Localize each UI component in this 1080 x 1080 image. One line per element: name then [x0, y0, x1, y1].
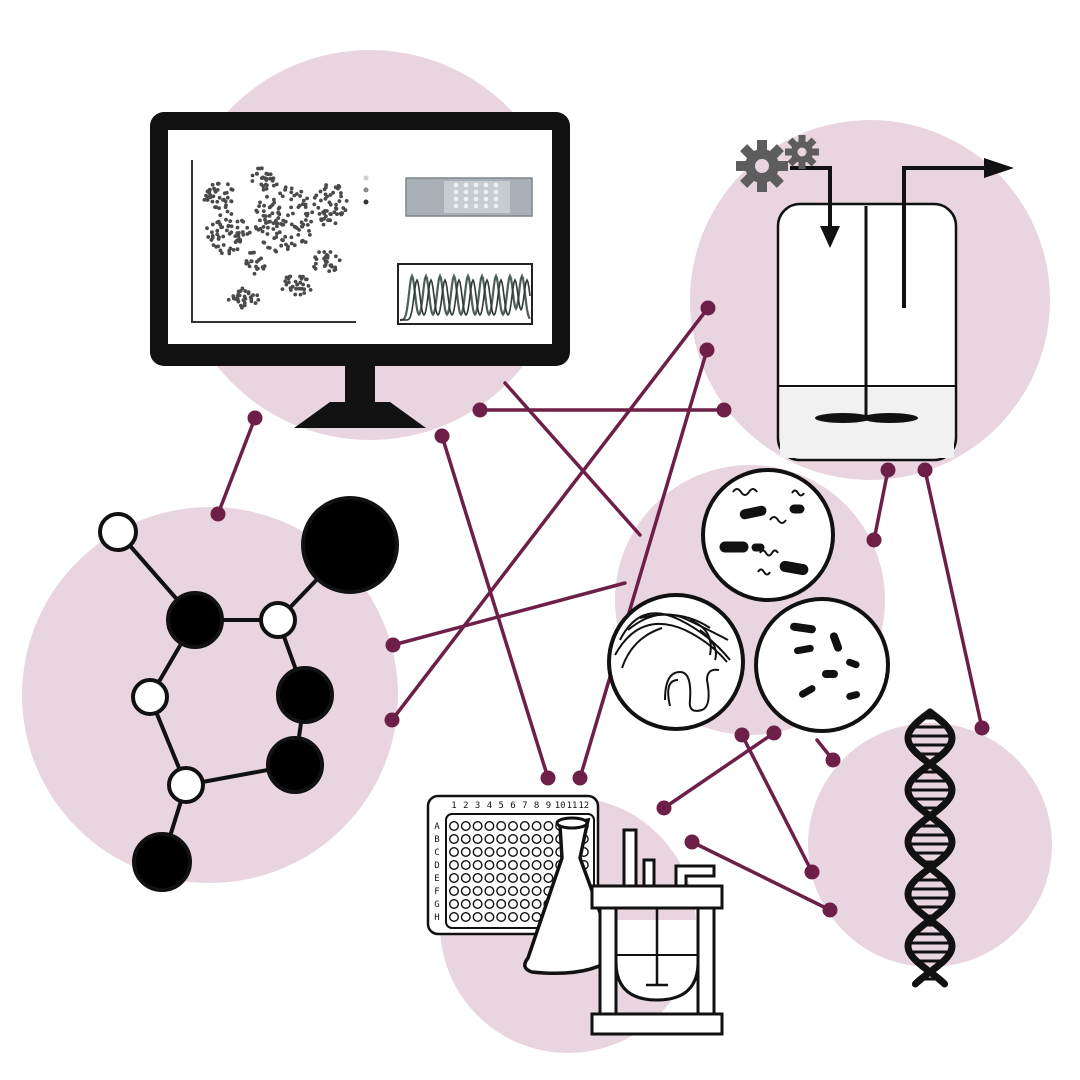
chromatogram-icon — [397, 263, 533, 325]
connector-dot — [540, 770, 556, 786]
plate-row-label: D — [434, 861, 439, 871]
connector-line — [503, 381, 642, 537]
connector-dot — [822, 902, 838, 918]
connector-line — [578, 348, 709, 780]
molecule-icon — [98, 496, 399, 892]
connector-dot — [974, 720, 990, 736]
scatter-plot-icon — [191, 160, 369, 323]
plate-row-label: C — [434, 848, 439, 858]
connector-dot — [880, 462, 896, 478]
connector-line — [923, 468, 984, 730]
connector-dot — [247, 410, 263, 426]
plate-row-label: H — [434, 913, 439, 923]
microbe-petri-dish-icon — [607, 468, 890, 733]
plate-column-label: 10 — [555, 801, 566, 811]
plate-row-label: G — [434, 900, 439, 910]
connector-line — [391, 581, 627, 647]
plate-column-label: 6 — [510, 801, 515, 811]
gears-icon — [736, 135, 819, 192]
connector-dot — [656, 800, 672, 816]
plate-column-label: 12 — [578, 801, 589, 811]
plate-column-label: 5 — [498, 801, 503, 811]
connector-dot — [210, 506, 226, 522]
connector-dot — [572, 770, 588, 786]
connector-line — [872, 468, 890, 542]
connector-dot — [434, 428, 450, 444]
connector-line — [740, 733, 814, 874]
plate-column-label: 11 — [567, 801, 578, 811]
plate-column-label: 3 — [475, 801, 480, 811]
connector-dot — [766, 725, 782, 741]
petri-dish-rods — [701, 468, 835, 602]
connector-line — [440, 434, 550, 780]
plate-row-label: E — [434, 874, 439, 884]
connector-dot — [472, 402, 488, 418]
connector-dots — [210, 300, 990, 918]
connector-line — [390, 306, 710, 722]
computer-monitor-icon — [150, 112, 570, 428]
dna-double-helix-icon — [904, 708, 956, 988]
connector-dot — [917, 462, 933, 478]
connector-dot — [385, 637, 401, 653]
stirred-tank-bioreactor-icon — [736, 135, 1014, 462]
plate-row-label: B — [434, 835, 439, 845]
microarray-chip-icon — [405, 177, 533, 217]
plate-column-label: 2 — [463, 801, 468, 811]
plate-row-label: A — [434, 822, 440, 832]
plate-column-label: 1 — [451, 801, 456, 811]
plate-column-label: 7 — [522, 801, 527, 811]
petri-dish-bacilli — [754, 597, 890, 733]
plate-column-label: 9 — [546, 801, 551, 811]
connector-dot — [699, 342, 715, 358]
plate-column-label: 8 — [534, 801, 539, 811]
plate-column-label: 4 — [487, 801, 492, 811]
connector-line — [662, 731, 776, 810]
connector-dot — [825, 752, 841, 768]
connector-lines — [216, 306, 984, 912]
connector-dot — [384, 712, 400, 728]
jacketed-reactor-icon — [590, 828, 724, 1036]
connector-dot — [716, 402, 732, 418]
plate-row-label: F — [434, 887, 439, 897]
connector-dot — [866, 532, 882, 548]
connector-dot — [700, 300, 716, 316]
connector-dot — [804, 864, 820, 880]
connector-line — [690, 840, 832, 912]
connector-line — [216, 416, 257, 516]
connector-dot — [684, 834, 700, 850]
connector-dot — [734, 727, 750, 743]
